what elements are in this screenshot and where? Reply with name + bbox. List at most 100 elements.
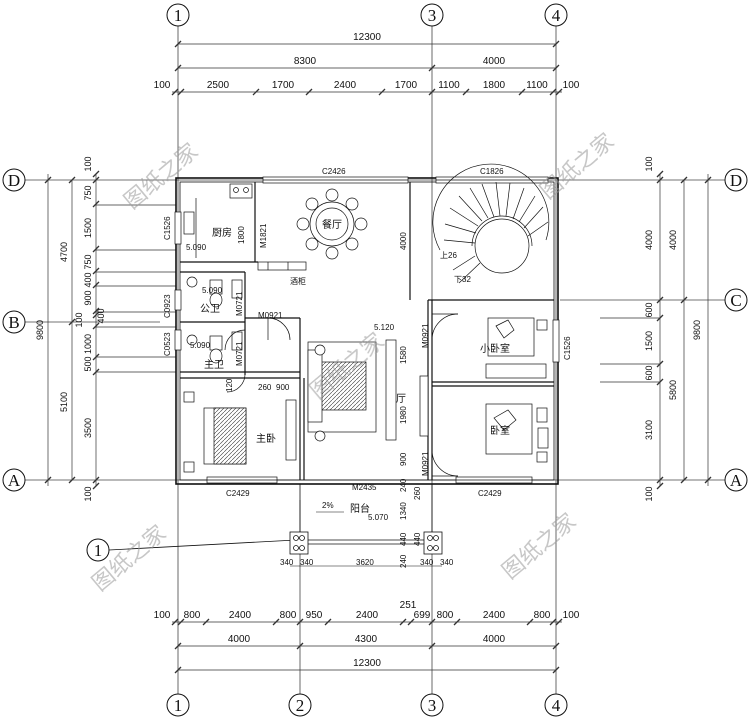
label-d4000: 4000: [399, 232, 408, 250]
axis-label-top-1: 1: [174, 6, 183, 25]
room-kitchen: 厨房: [212, 226, 232, 239]
dim-left-1500: 1500: [83, 218, 93, 238]
label-c0923: C0923: [163, 294, 172, 318]
watermark-bottom-right: 图纸之家: [498, 509, 581, 585]
room-hall: 厅: [396, 394, 406, 405]
label-d900b: 900: [276, 383, 290, 392]
dining-table: [296, 188, 368, 260]
dim-right-4000: 4000: [668, 230, 678, 250]
dim-right-100b: 100: [644, 486, 654, 501]
label-m0721-b: M0721: [235, 341, 244, 366]
dim-bot-total: 12300: [353, 658, 381, 669]
dim-bot-4000b: 4000: [483, 634, 506, 645]
left-dimension-lines: [44, 170, 176, 490]
axis-label-left-b: B: [8, 313, 19, 332]
axis-label-bottom-3: 3: [428, 696, 437, 715]
dim-left-500: 500: [83, 356, 93, 371]
label-up26: 上26: [440, 251, 457, 260]
label-d260b: 260: [413, 486, 422, 500]
dim-left-5100: 5100: [59, 392, 69, 412]
dim-top-4000: 4000: [483, 56, 506, 67]
dim-left-3500: 3500: [83, 418, 93, 438]
dim-top-2500: 2500: [207, 80, 230, 91]
dim-left-400a: 400: [83, 272, 93, 287]
label-d340a: 340: [280, 558, 294, 567]
axis-bubbles: [2, 3, 748, 717]
watermark-top-right: 图纸之家: [536, 129, 619, 205]
dim-right-total: 9800: [692, 320, 702, 340]
dim-bot-800b: 800: [280, 610, 297, 621]
label-m0921-c: M0921: [421, 451, 430, 476]
dim-left-900: 900: [83, 290, 93, 305]
dim-right-600a: 600: [644, 302, 654, 317]
label-c0523: C0523: [163, 332, 172, 356]
axis-label-bottom-4: 4: [552, 696, 561, 715]
label-d1580: 1580: [399, 346, 408, 364]
label-el-5120: 5.120: [374, 323, 395, 332]
dim-right-5800: 5800: [668, 380, 678, 400]
room-master-bed: 主卧: [256, 432, 276, 445]
watermark-top-left: 图纸之家: [120, 139, 203, 215]
room-dining: 餐厅: [322, 218, 342, 231]
label-d340b: 340: [300, 558, 314, 567]
dim-top-1700b: 1700: [395, 80, 418, 91]
label-el-5090c: 5.090: [190, 341, 211, 350]
dim-top-2400: 2400: [334, 80, 357, 91]
room-main-toilet: 主卫: [204, 359, 224, 371]
dim-bot-800c: 800: [437, 610, 454, 621]
doors: [224, 313, 459, 477]
dim-left-100c: 100: [83, 486, 93, 501]
dim-bot-800d: 800: [534, 610, 551, 621]
bathroom-fixtures: [186, 276, 243, 364]
dim-left-1000: 1000: [83, 334, 93, 354]
master-bed: [183, 391, 297, 473]
dim-bot-2400b: 2400: [356, 610, 379, 621]
room-bedroom: 卧室: [490, 424, 510, 437]
dim-bot-2400c: 2400: [483, 610, 506, 621]
axis-label-bottom-2: 2: [296, 696, 305, 715]
room-public-toilet: 公卫: [200, 304, 220, 315]
label-d1980: 1980: [399, 406, 408, 424]
top-dimension-lines: [171, 40, 563, 96]
label-down32: 下32: [454, 275, 471, 284]
dim-right-1500: 1500: [644, 331, 654, 351]
dim-bot-2400a: 2400: [229, 610, 252, 621]
small-bedroom-bed: [485, 317, 548, 379]
dim-left-100b: 100: [74, 312, 84, 327]
room-small-bed: 小卧室: [480, 342, 510, 355]
windows: [174, 176, 560, 484]
living-furniture: [257, 261, 429, 442]
bedroom-bed: [485, 403, 549, 463]
label-d340d: 340: [440, 558, 454, 567]
label-m0921-b: M0921: [421, 323, 430, 348]
dim-bot-4300: 4300: [355, 634, 378, 645]
axis-label-top-3: 3: [428, 6, 437, 25]
label-c2429-right: C2429: [478, 489, 502, 498]
dim-top-100a: 100: [154, 80, 171, 91]
dim-bot-100b: 100: [563, 610, 580, 621]
label-m0721-a: M0721: [235, 291, 244, 316]
label-m1821: M1821: [259, 223, 268, 248]
label-d240b: 240: [399, 478, 408, 492]
dim-bot-950: 950: [306, 610, 323, 621]
label-d120: 120: [225, 378, 234, 392]
dim-top-100b: 100: [563, 80, 580, 91]
spiral-stair: [432, 163, 550, 284]
dim-right-4000b: 4000: [644, 230, 654, 250]
dim-left-total: 9800: [35, 320, 45, 340]
dim-top-1100b: 1100: [526, 80, 548, 91]
kitchen-fixtures: [183, 183, 253, 258]
label-m2435: M2435: [352, 483, 377, 492]
label-d440b: 440: [413, 532, 422, 546]
dim-top-total: 12300: [353, 32, 381, 43]
label-d240a: 240: [399, 554, 408, 568]
dim-left-750a: 750: [83, 185, 93, 200]
dim-right-600b: 600: [644, 365, 654, 380]
label-wine-cabinet: 酒柜: [290, 276, 306, 286]
axis-label-right-d: D: [730, 171, 742, 190]
label-c1826: C1826: [480, 167, 504, 176]
label-m0921-a: M0921: [258, 311, 283, 320]
dim-top-1700a: 1700: [272, 80, 295, 91]
dim-top-8300: 8300: [294, 56, 317, 67]
